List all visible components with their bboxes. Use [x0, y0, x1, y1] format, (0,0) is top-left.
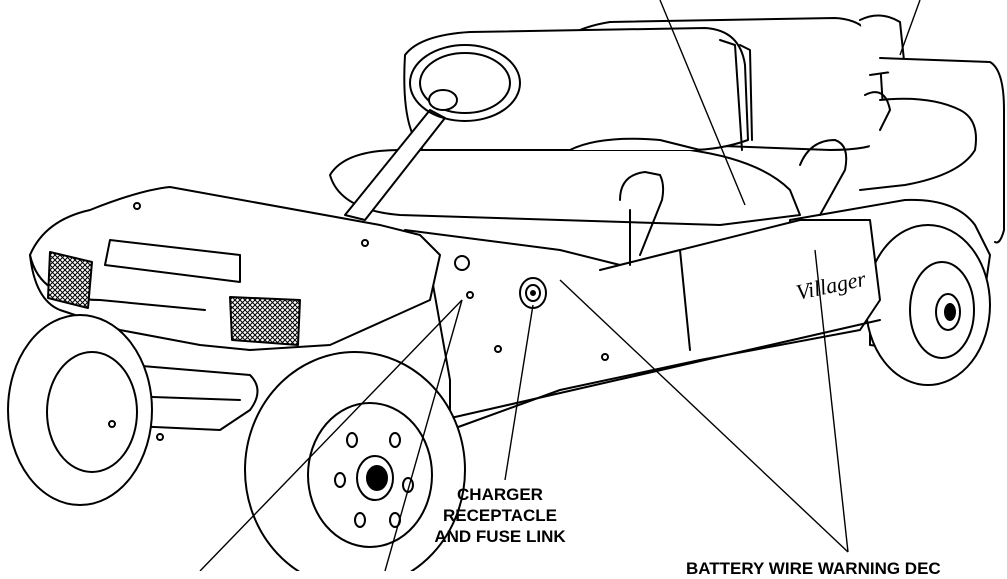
key-switch: [454, 255, 474, 299]
leader-lines: [199, 0, 921, 571]
rear-wheel: [865, 224, 991, 386]
seat-handles: [619, 44, 891, 266]
steering-assembly: [344, 44, 521, 221]
callout-line-2: RECEPTACLE: [443, 506, 557, 525]
battery-warning-callout: BATTERY WIRE WARNING DEC: [686, 559, 941, 578]
rivets: [108, 202, 609, 441]
front-right-wheel: [244, 351, 466, 571]
callout-line-1: CHARGER: [457, 485, 543, 504]
headlight-mesh: [47, 251, 301, 346]
charger-receptacle-callout: CHARGER RECEPTACLE AND FUSE LINK: [410, 484, 590, 547]
front-left-wheel: [7, 314, 153, 506]
callout-line-3: AND FUSE LINK: [434, 527, 566, 546]
front-seat-back: [403, 27, 749, 156]
body-side-panel: [404, 219, 881, 431]
charger-receptacle: [519, 277, 547, 309]
